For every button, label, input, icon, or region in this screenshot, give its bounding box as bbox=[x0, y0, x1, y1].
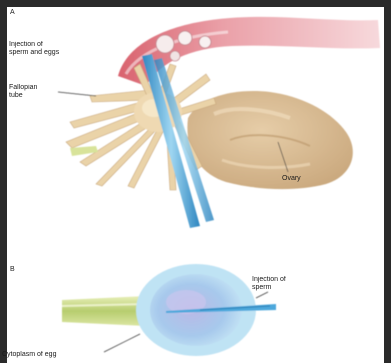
panel-a-letter: A bbox=[10, 9, 15, 16]
label-ovary: Ovary bbox=[282, 175, 301, 183]
panel-b-illustration bbox=[62, 264, 276, 356]
ovary-shape bbox=[187, 91, 352, 189]
label-fallopian-tube: Fallopian tube bbox=[9, 84, 37, 100]
label-injection-sperm: Injection of sperm bbox=[252, 276, 286, 292]
label-injection-sperm-eggs: Injection of sperm and eggs bbox=[9, 41, 59, 57]
holding-pipette bbox=[62, 296, 146, 326]
panel-b-letter: B bbox=[10, 266, 15, 273]
label-cytoplasm-egg: Cytoplasm of egg bbox=[2, 351, 56, 359]
